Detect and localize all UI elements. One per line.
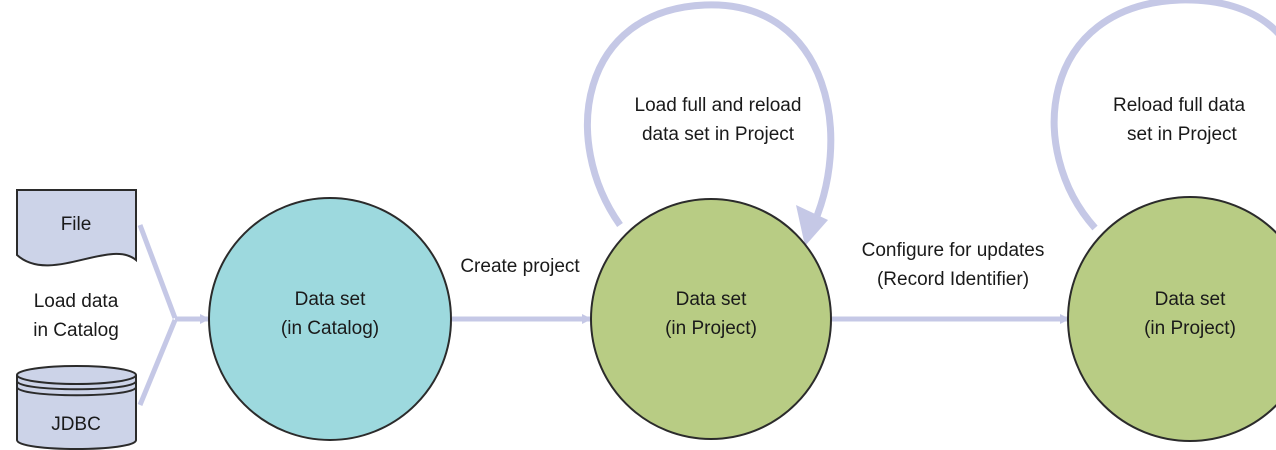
database-icon: [16, 365, 137, 450]
project2-node-line2: (in Project): [1144, 318, 1236, 339]
load-data-label-line1: Load data: [34, 291, 119, 312]
loop1-label-line1: Load full and reload: [635, 95, 802, 116]
project-dataset-node-1: [590, 198, 832, 440]
project-dataset-node-2: [1067, 196, 1276, 442]
catalog-node-line2: (in Catalog): [281, 318, 379, 339]
catalog-dataset-node: [208, 197, 452, 441]
reload-loop-arrow-1: [584, 1, 835, 234]
configure-updates-label-line1: Configure for updates: [862, 240, 1045, 261]
loop2-label-line2: set in Project: [1127, 124, 1238, 145]
project2-node-line1: Data set: [1155, 289, 1226, 310]
create-project-label: Create project: [460, 256, 580, 277]
reload-loop-arrow-2: [1050, 0, 1276, 231]
project1-node-line1: Data set: [676, 289, 747, 310]
jdbc-to-merge-connector: [137, 319, 178, 406]
jdbc-label: JDBC: [51, 414, 101, 435]
file-to-merge-connector: [137, 224, 178, 319]
file-icon: [16, 189, 137, 267]
project1-node-line2: (in Project): [665, 318, 757, 339]
load-data-label-line2: in Catalog: [33, 320, 119, 341]
configure-updates-label-line2: (Record Identifier): [877, 269, 1029, 290]
catalog-node-line1: Data set: [295, 289, 366, 310]
loop2-label-line1: Reload full data: [1113, 95, 1245, 116]
file-label: File: [61, 214, 92, 235]
loop1-label-line2: data set in Project: [642, 124, 795, 145]
reload-loop-arrowhead-1: [796, 205, 828, 246]
